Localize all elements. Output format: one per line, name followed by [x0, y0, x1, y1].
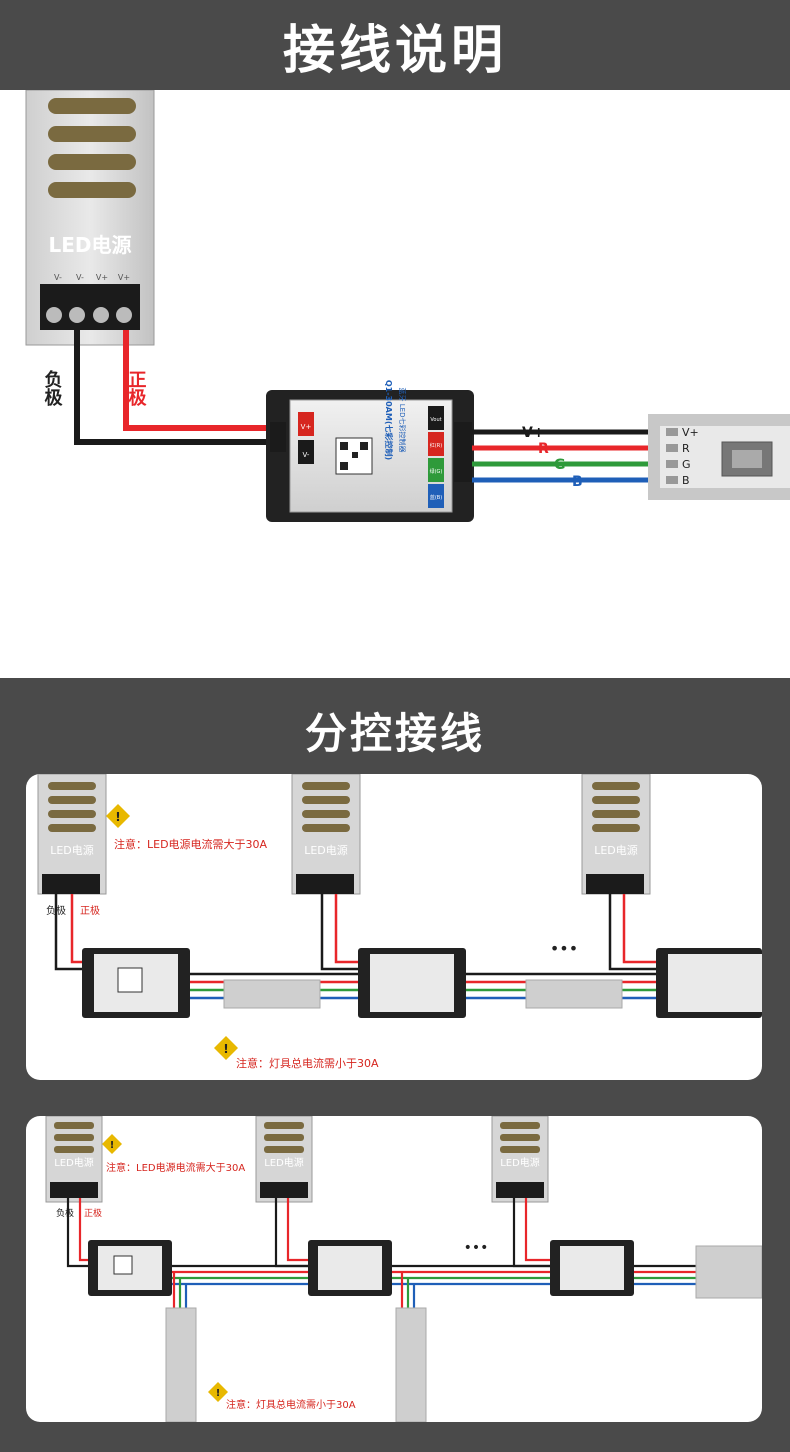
- svg-text:LED电源: LED电源: [264, 1156, 304, 1169]
- svg-text:绿(G): 绿(G): [430, 468, 443, 475]
- wire-label-g: G: [554, 457, 566, 473]
- svg-text:LED电源: LED电源: [500, 1156, 540, 1169]
- led-strip: V+ R G B: [648, 414, 790, 500]
- card2-strip-vertical-1: [165, 1307, 197, 1422]
- neg-label: 负极: [42, 369, 63, 407]
- svg-text:注意：LED电源电流需大于30A: 注意：LED电源电流需大于30A: [106, 1161, 245, 1174]
- card1-wires: [54, 894, 660, 1000]
- svg-text:LED电源: LED电源: [50, 843, 94, 857]
- wire-label-r: R: [538, 441, 549, 457]
- controller-model: Q1-30AM(七彩控制): [384, 380, 394, 460]
- card2-psu-2: LED电源: [255, 1116, 313, 1203]
- card2-controller-3: [550, 1240, 634, 1296]
- controller-brand: 蓝牙 LED七彩控制器: [398, 388, 407, 453]
- wire-label-b: B: [572, 474, 583, 490]
- card2-svg: LED电源 LED电源 LED电源 ! 注意：LED电源电流需大于30A 负极 …: [45, 1116, 762, 1422]
- card1-controller-1: [82, 948, 190, 1018]
- svg-text:Vout: Vout: [430, 417, 441, 423]
- svg-text:V+: V+: [96, 273, 108, 282]
- svg-text:蓝(B): 蓝(B): [430, 494, 442, 501]
- diagram-card-2: LED电源 LED电源 LED电源 ! 注意：LED电源电流需大于30A 负极 …: [26, 1116, 762, 1422]
- card1-psu-2: LED电源: [291, 774, 361, 895]
- psu-terminal-block: [40, 284, 140, 330]
- rgb-controller: V+ V- 蓝牙 LED七彩控制器 Q1-30AM(七彩控制) Vout 红(R…: [266, 380, 474, 522]
- warning-icon: !: [216, 1388, 221, 1399]
- card1-strip-1: [223, 979, 321, 1009]
- card1-psu-3: LED电源: [581, 774, 651, 895]
- diagram-card-1: LED电源 LED电源 LED电源 ! 注意：LED电源电流需大于30A 负极 …: [26, 774, 762, 1080]
- card2-ellipsis: •••: [464, 1240, 489, 1256]
- svg-text:LED电源: LED电源: [594, 843, 638, 857]
- card1-controller-3: [656, 948, 762, 1018]
- wire-label-vplus: V+: [522, 425, 545, 441]
- svg-text:注意：LED电源电流需大于30A: 注意：LED电源电流需大于30A: [114, 837, 268, 851]
- svg-text:V+: V+: [682, 426, 699, 439]
- page-title: 接线说明: [282, 20, 507, 81]
- card2-controller-2: [308, 1240, 392, 1296]
- svg-text:V-: V-: [76, 273, 84, 282]
- card2-wires: [66, 1198, 698, 1308]
- card2-psu-3: LED电源: [491, 1116, 549, 1203]
- card1-ellipsis: •••: [550, 939, 578, 958]
- svg-text:V-: V-: [54, 273, 62, 282]
- warning-icon: !: [115, 810, 120, 824]
- card2-controller-1: [88, 1240, 172, 1296]
- svg-text:红(R): 红(R): [430, 442, 442, 449]
- card1-warning-top: ! 注意：LED电源电流需大于30A: [106, 804, 268, 851]
- warning-icon: !: [110, 1140, 115, 1151]
- card1-strip-2: [525, 979, 623, 1009]
- card1-controller-2: [358, 948, 466, 1018]
- card2-strip-vertical-2: [395, 1307, 427, 1422]
- controller-to-strip-wires: [472, 429, 672, 483]
- svg-text:R: R: [682, 442, 690, 455]
- svg-text:V-: V-: [303, 451, 310, 459]
- svg-text:正极: 正极: [84, 1207, 102, 1219]
- card2-warning-bottom: ! 注意：灯具总电流需小于30A: [208, 1382, 356, 1411]
- card2-psu-1: LED电源: [45, 1116, 103, 1203]
- svg-text:正极: 正极: [80, 904, 100, 917]
- card1-warning-bottom: ! 注意：灯具总电流需小于30A: [214, 1036, 379, 1070]
- pos-label: 正极: [126, 370, 147, 407]
- svg-text:V+: V+: [118, 273, 130, 282]
- svg-text:V+: V+: [301, 423, 312, 431]
- psu-label: LED电源: [48, 233, 131, 257]
- section-header-wiring: 接线说明: [0, 0, 790, 90]
- svg-text:LED电源: LED电源: [54, 1156, 94, 1169]
- wiring-diagram-svg: LED电源 V- V- V+ V+ 负极 正极 V: [25, 90, 790, 522]
- card2-warning-top: ! 注意：LED电源电流需大于30A: [102, 1134, 245, 1174]
- svg-text:负极: 负极: [56, 1207, 74, 1219]
- section-title-distributed: 分控接线: [304, 709, 485, 758]
- svg-text:G: G: [682, 458, 691, 471]
- psu-unit: LED电源 V- V- V+ V+: [25, 90, 155, 346]
- svg-text:B: B: [682, 474, 690, 487]
- card1-svg: LED电源 LED电源 LED电源 ! 注意：LED电源电流需大于30A 负极 …: [37, 774, 762, 1070]
- svg-text:LED电源: LED电源: [304, 843, 348, 857]
- wiring-diagram-main: LED电源 V- V- V+ V+ 负极 正极 V: [0, 90, 790, 678]
- psu-terminal-labels: V- V- V+ V+: [54, 273, 130, 282]
- svg-text:注意：灯具总电流需小于30A: 注意：灯具总电流需小于30A: [236, 1056, 379, 1070]
- card1-psu-1: LED电源: [37, 774, 107, 895]
- card2-strip-end: [695, 1245, 762, 1299]
- psu-to-controller-wires: [74, 330, 276, 445]
- warning-icon: !: [223, 1042, 228, 1056]
- svg-text:注意：灯具总电流需小于30A: 注意：灯具总电流需小于30A: [226, 1398, 356, 1411]
